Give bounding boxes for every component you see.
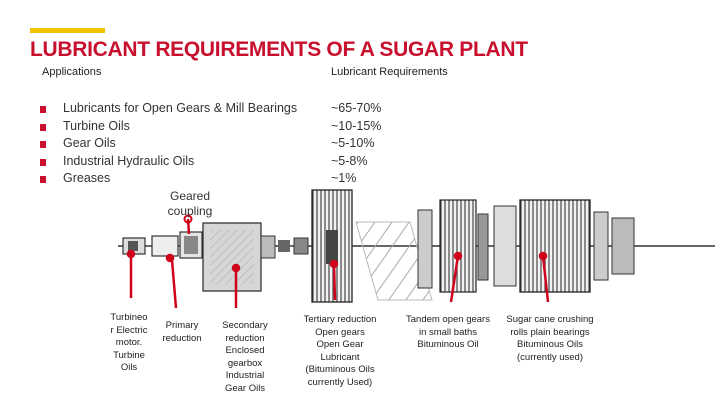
- secondary-reduction-label: Secondary reduction Enclosed gearbox Ind…: [222, 320, 268, 394]
- crushing-rolls: [493, 199, 635, 293]
- title-accent-bar: [30, 28, 105, 33]
- applications-heading: Applications: [42, 66, 102, 78]
- list-item: Lubricants for Open Gears & Mill Bearing…: [40, 100, 297, 118]
- secondary-gearbox: [202, 222, 276, 292]
- geared-coupling: [179, 231, 203, 259]
- requirement-value: ~5-10%: [331, 136, 375, 150]
- crushing-rolls-label: Sugar cane crushing rolls plain bearings…: [506, 314, 594, 363]
- tandem-open-gears: [417, 199, 489, 293]
- application-label: Gear Oils: [63, 136, 116, 150]
- page-title: LUBRICANT REQUIREMENTS OF A SUGAR PLANT: [30, 38, 528, 61]
- bullet-icon: [40, 123, 46, 131]
- requirement-value: ~1%: [331, 171, 357, 185]
- bullet-icon: [40, 106, 46, 113]
- bullet-icon: [40, 176, 46, 183]
- requirements-heading: Lubricant Requirements: [331, 66, 448, 78]
- tandem-gears-label: Tandem open gears in small baths Bitumin…: [406, 314, 490, 350]
- list-item: Greases: [40, 170, 297, 188]
- turbine-motor: [122, 237, 146, 255]
- requirement-value: ~65-70%: [331, 101, 382, 115]
- requirements-list: ~65-70% ~10-15% ~5-10% ~5-8% ~1%: [331, 100, 381, 188]
- primary-reduction-label: Primary reduction: [162, 320, 202, 344]
- application-label: Industrial Hydraulic Oils: [63, 153, 195, 168]
- primary-reduction: [151, 235, 179, 257]
- application-label: Lubricants for Open Gears & Mill Bearing…: [63, 101, 298, 115]
- list-item: Gear Oils: [40, 135, 297, 153]
- requirement-value: ~10-15%: [331, 118, 382, 133]
- tertiary-open-gear: [311, 189, 353, 303]
- application-label: Turbine Oils: [63, 118, 130, 133]
- requirement-value: ~5-8%: [331, 153, 368, 168]
- geared-coupling-label: Geared coupling: [167, 189, 213, 218]
- intermediate-couplings: [278, 237, 309, 255]
- applications-list: Lubricants for Open Gears & Mill Bearing…: [40, 100, 297, 188]
- bullet-icon: [40, 141, 46, 148]
- pointer-lines: [126, 214, 550, 309]
- bullet-icon: [40, 158, 46, 166]
- gear-guard: [355, 221, 433, 301]
- list-item: Industrial Hydraulic Oils: [40, 153, 297, 171]
- application-label: Greases: [63, 171, 111, 185]
- list-item: Turbine Oils: [40, 118, 297, 136]
- tertiary-reduction-label: Tertiary reduction Open gears Open Gear …: [303, 314, 377, 388]
- turbine-label: Turbineo r Electric motor. Turbine Oils: [110, 312, 148, 373]
